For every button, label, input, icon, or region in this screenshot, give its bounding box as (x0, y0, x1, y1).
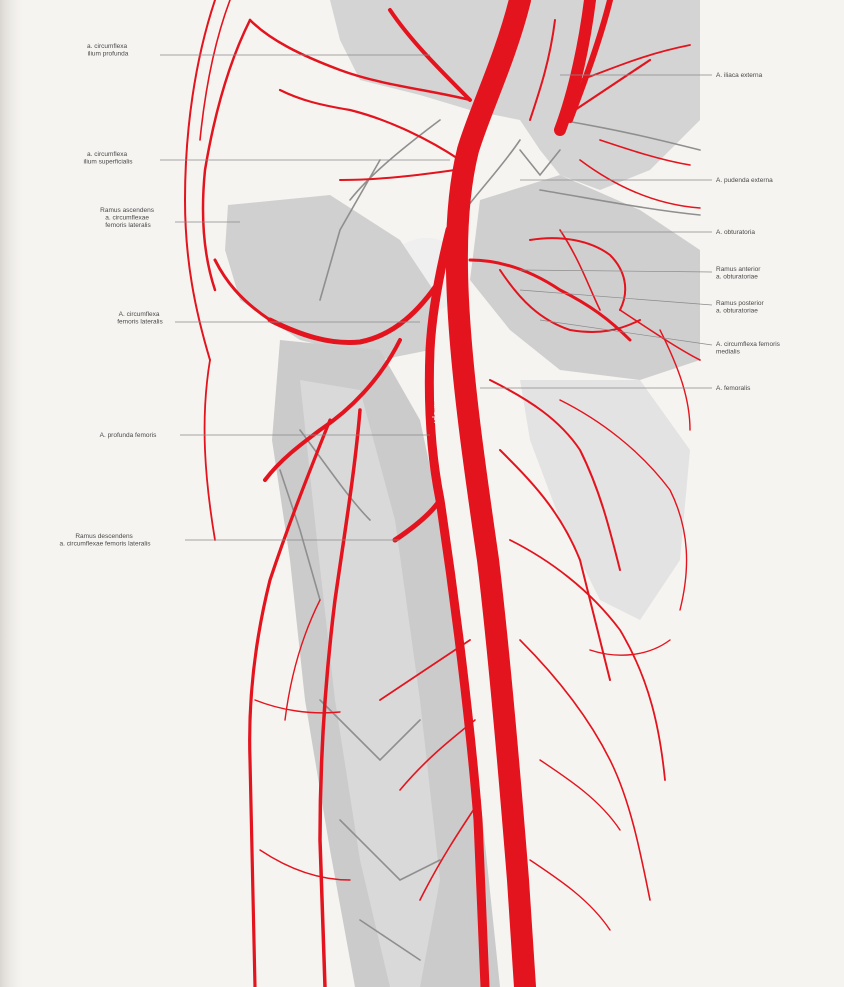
label-right-4: Ramus anterior a. obturatoriae (716, 266, 762, 281)
label-left-5: A. profunda femoris (100, 432, 157, 439)
hip-muscle-mass (225, 195, 440, 360)
label-left-6: Ramus descendens a. circumflexae femoris… (59, 533, 151, 548)
label-right-6: A. circumflexa femoris medialis (716, 341, 782, 356)
label-right-1: A. iliaca externa (716, 72, 763, 79)
left-labels: a. circumflexa ilium profunda a. circumf… (59, 43, 163, 548)
vessel-marking: A. ep. (432, 400, 442, 424)
right-labels: A. iliaca externa A. pudenda externa A. … (716, 72, 782, 392)
label-left-2: a. circumflexa ilium superficialis (83, 151, 133, 166)
label-left-3: Ramus ascendens a. circumflexae femoris … (100, 207, 156, 229)
label-right-5: Ramus posterior a. obturatoriae (716, 300, 766, 315)
label-left-1: a. circumflexa ilium profunda (87, 43, 129, 58)
label-right-2: A. pudenda externa (716, 177, 773, 184)
label-right-7: A. femoralis (716, 385, 751, 392)
label-right-3: A. obturatoria (716, 229, 755, 236)
label-left-4: A. circumflexa femoris lateralis (117, 311, 163, 326)
page-gutter-shadow (0, 0, 26, 987)
